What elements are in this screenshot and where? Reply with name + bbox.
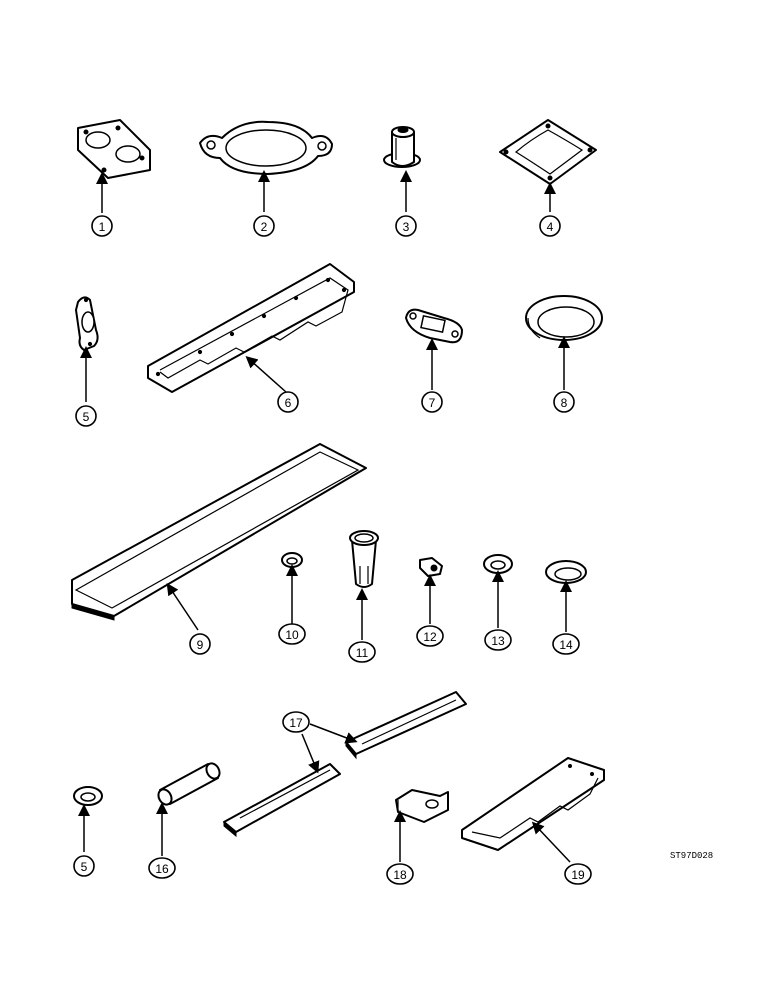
part-17-seal-strip-lower: [223, 763, 341, 838]
svg-text:17: 17: [289, 716, 303, 730]
part-14-seal-ring: [545, 560, 587, 584]
svg-text:13: 13: [491, 634, 505, 648]
callout-6: 6: [277, 391, 299, 413]
svg-text:19: 19: [571, 868, 585, 882]
callout-7: 7: [421, 391, 443, 413]
svg-text:5: 5: [83, 410, 90, 424]
svg-text:4: 4: [547, 220, 554, 234]
svg-text:1: 1: [99, 220, 106, 234]
svg-text:16: 16: [155, 862, 169, 876]
part-8-seal-ring: [525, 295, 603, 341]
part-17-seal-strip-upper: [345, 691, 467, 760]
part-7-flange-gasket: [405, 308, 463, 344]
figure-code: ST97D028: [670, 851, 713, 861]
callout-9: 9: [189, 633, 211, 655]
callout-17: 17: [282, 711, 310, 733]
part-4-square-gasket: [499, 119, 597, 185]
svg-text:11: 11: [356, 646, 369, 660]
part-2-flange-gasket: [199, 120, 333, 175]
part-13-washer: [483, 554, 513, 574]
svg-text:12: 12: [423, 630, 437, 644]
svg-text:18: 18: [393, 868, 407, 882]
callout-13: 13: [484, 629, 512, 651]
svg-text:9: 9: [197, 638, 204, 652]
svg-text:8: 8: [561, 396, 568, 410]
part-3-sleeve: [383, 126, 421, 168]
part-1-port-gasket: [77, 119, 151, 179]
part-12-clip: [419, 557, 443, 577]
svg-text:7: 7: [429, 396, 436, 410]
callout-10: 10: [278, 623, 306, 645]
callout-5-upper: 5: [75, 405, 97, 427]
part-19-plate-gasket: [461, 757, 605, 851]
svg-text:2: 2: [261, 220, 268, 234]
svg-text:3: 3: [403, 220, 410, 234]
callout-2: 2: [253, 215, 275, 237]
callout-4: 4: [539, 215, 561, 237]
part-5-small-gasket: [75, 296, 99, 351]
callout-5-lower: 5: [73, 855, 95, 877]
callout-12: 12: [416, 625, 444, 647]
callout-19: 19: [564, 863, 592, 885]
part-5-washer: [73, 786, 103, 806]
part-9-strip-gasket: [71, 443, 367, 621]
callout-14: 14: [552, 633, 580, 655]
svg-text:6: 6: [285, 396, 292, 410]
callout-11: 11: [348, 641, 376, 663]
svg-text:14: 14: [559, 638, 573, 652]
part-6-manifold-gasket: [147, 263, 355, 393]
part-16-tube: [157, 762, 221, 806]
part-10-washer: [281, 552, 303, 568]
callout-16: 16: [148, 857, 176, 879]
callout-1: 1: [91, 215, 113, 237]
callout-18: 18: [386, 863, 414, 885]
svg-text:10: 10: [285, 628, 299, 642]
callout-3: 3: [395, 215, 417, 237]
part-18-bracket: [395, 789, 449, 823]
part-11-injector-sleeve: [349, 530, 379, 588]
svg-text:5: 5: [81, 860, 88, 874]
callout-8: 8: [553, 391, 575, 413]
